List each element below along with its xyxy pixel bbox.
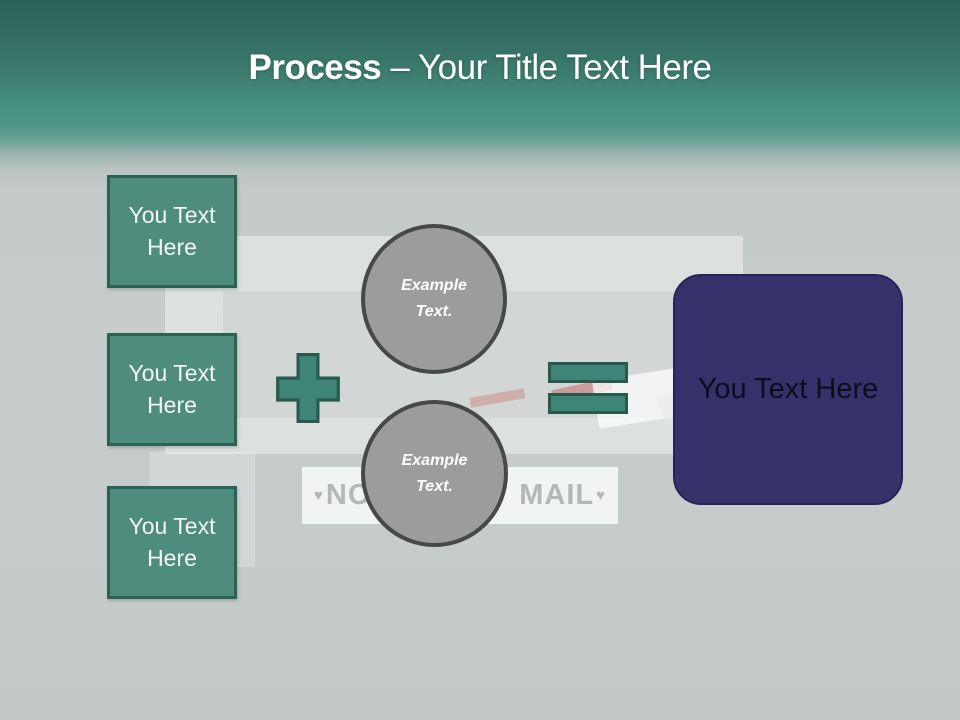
plus-icon — [276, 353, 340, 423]
circle-label: Example Text. — [401, 451, 468, 495]
equals-icon — [548, 362, 628, 414]
equals-bar-top — [548, 362, 628, 383]
example-circle-1: Example Text. — [361, 224, 507, 374]
equals-bar-bottom — [548, 393, 628, 414]
circle-label: Example Text. — [401, 277, 467, 320]
example-circle-2: Example Text. — [361, 400, 508, 547]
result-box-label: You Text Here — [697, 373, 879, 405]
step-box-1: You Text Here — [107, 175, 237, 288]
result-box: You Text Here — [673, 274, 903, 505]
title-rest: – Your Title Text Here — [381, 48, 712, 87]
heart-icon: ♥ — [314, 487, 324, 504]
step-box-2: You Text Here — [107, 333, 237, 446]
title-emphasis: Process — [248, 48, 382, 87]
heart-icon: ♥ — [596, 487, 606, 504]
step-box-label: You Text Here — [128, 201, 216, 260]
step-box-label: You Text Here — [128, 359, 216, 418]
slide-title: Process – Your Title Text Here — [0, 48, 960, 88]
sign-right-text: MAIL♥ — [519, 479, 606, 511]
step-box-label: You Text Here — [128, 512, 216, 571]
step-box-3: You Text Here — [107, 486, 237, 599]
